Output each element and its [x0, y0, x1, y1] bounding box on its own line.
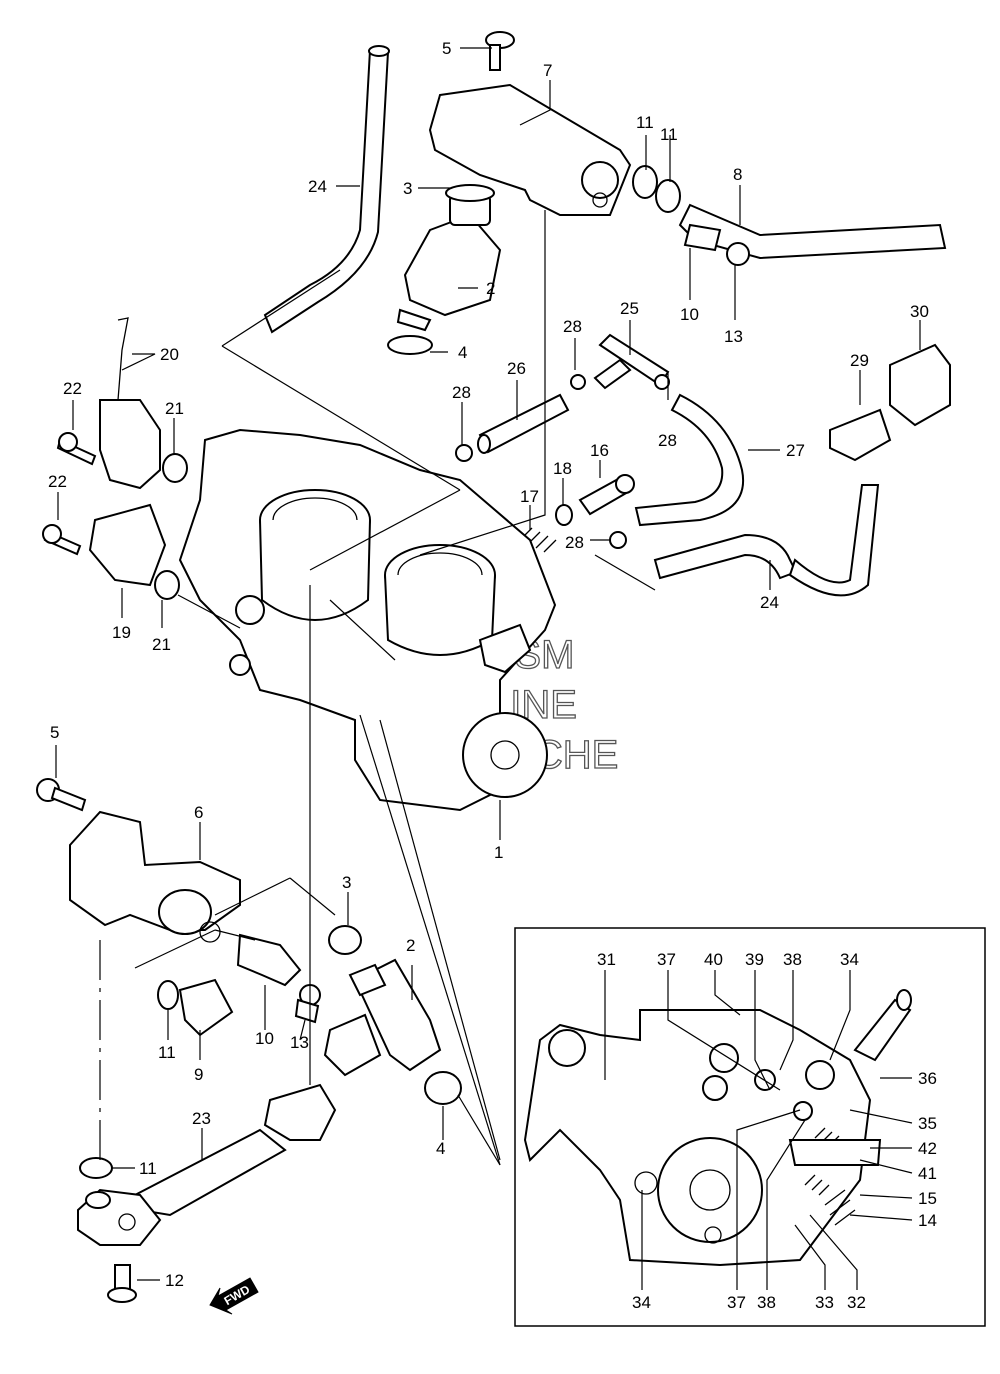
callout-28-b: 28: [452, 383, 471, 402]
callout-10-lower: 10: [255, 1029, 274, 1048]
callout-24-lower: 24: [760, 593, 779, 612]
callout-28-c: 28: [658, 431, 677, 450]
callout-32: 32: [847, 1293, 866, 1312]
callout-13-lower: 13: [290, 1033, 309, 1052]
callout-11-a: 11: [636, 113, 654, 132]
callout-12: 12: [165, 1271, 184, 1290]
sensor-29-30: [829, 343, 951, 462]
screw-16-spring-17: [519, 474, 635, 553]
callout-16: 16: [590, 441, 609, 460]
injector-2-upper: [387, 184, 502, 355]
callout-5-upper: 5: [442, 39, 451, 58]
seals-lower: [79, 925, 462, 1179]
guide-lines: [99, 210, 656, 1166]
callout-28-a: 28: [563, 317, 582, 336]
screws-22: [42, 432, 97, 556]
callout-29: 29: [850, 351, 869, 370]
sensor-20: [99, 317, 188, 490]
callout-41: 41: [918, 1164, 937, 1183]
fwd-arrow-icon: FWD: [209, 1277, 259, 1315]
callout-36: 36: [918, 1069, 937, 1088]
callout-14: 14: [918, 1211, 937, 1230]
callout-3-lower: 3: [342, 873, 351, 892]
callout-19: 19: [112, 623, 131, 642]
hose-26: [477, 393, 570, 454]
injector-2-lower: [323, 958, 442, 1077]
callout-38-top: 38: [783, 950, 802, 969]
bolt-12: [107, 1264, 137, 1303]
hose-27: [634, 393, 745, 527]
callout-13-upper: 13: [724, 327, 743, 346]
callout-21-lower: 21: [152, 635, 171, 654]
callout-4-upper: 4: [458, 343, 467, 362]
callout-22-upper: 22: [63, 379, 82, 398]
callout-33: 33: [815, 1293, 834, 1312]
screw-5-lower: [36, 778, 87, 812]
callout-30: 30: [910, 302, 929, 321]
callout-8: 8: [733, 165, 742, 184]
callout-31: 31: [597, 950, 616, 969]
throttle-body-1: [178, 428, 557, 812]
callout-23: 23: [192, 1109, 211, 1128]
fuel-rail-6: [69, 810, 302, 987]
callout-9: 9: [194, 1065, 203, 1084]
callout-34-top: 34: [840, 950, 859, 969]
callout-40: 40: [704, 950, 723, 969]
callout-37-top: 37: [657, 950, 676, 969]
hose-24-upper: [263, 45, 390, 334]
callout-11-b: 11: [660, 125, 678, 144]
leader-lines: [55, 47, 921, 1290]
callout-25: 25: [620, 299, 639, 318]
callout-5-lower: 5: [50, 723, 59, 742]
callout-18: 18: [553, 459, 572, 478]
callout-35: 35: [918, 1114, 937, 1133]
callout-4-lower: 4: [436, 1139, 445, 1158]
callout-42: 42: [918, 1139, 937, 1158]
detail-inset: [514, 927, 986, 1327]
callout-labels: 5 7 3 2 4 11 11 8 10 13 24 20 21 22 22 1…: [48, 39, 937, 1312]
callout-17: 17: [520, 487, 539, 506]
screw-5-upper: [485, 31, 515, 71]
callout-37-bottom: 37: [727, 1293, 746, 1312]
callout-26: 26: [507, 359, 526, 378]
callout-38-bottom: 38: [757, 1293, 776, 1312]
hose-24-lower: [653, 484, 880, 597]
callout-39: 39: [745, 950, 764, 969]
callout-7: 7: [543, 61, 552, 80]
callout-20: 20: [160, 345, 179, 364]
callout-15: 15: [918, 1189, 937, 1208]
callout-1: 1: [494, 843, 503, 862]
callout-2-lower: 2: [406, 936, 415, 955]
callout-22-lower: 22: [48, 472, 67, 491]
fitting-8: [632, 165, 947, 266]
callout-3-upper: 3: [403, 179, 412, 198]
callout-34-bottom: 34: [632, 1293, 651, 1312]
fuel-rail-7: [428, 83, 632, 216]
callout-27: 27: [786, 441, 805, 460]
callout-11-lower: 11: [158, 1043, 176, 1062]
callout-6: 6: [194, 803, 203, 822]
hose-23: [77, 1083, 337, 1246]
tee-fitting-25: [455, 333, 670, 549]
callout-10-upper: 10: [680, 305, 699, 324]
callout-2-upper: 2: [486, 279, 495, 298]
sensor-19: [88, 503, 180, 600]
callout-24-upper: 24: [308, 177, 327, 196]
callout-11-hose: 11: [139, 1159, 157, 1178]
callout-28-d: 28: [565, 533, 584, 552]
callout-21-upper: 21: [165, 399, 184, 418]
